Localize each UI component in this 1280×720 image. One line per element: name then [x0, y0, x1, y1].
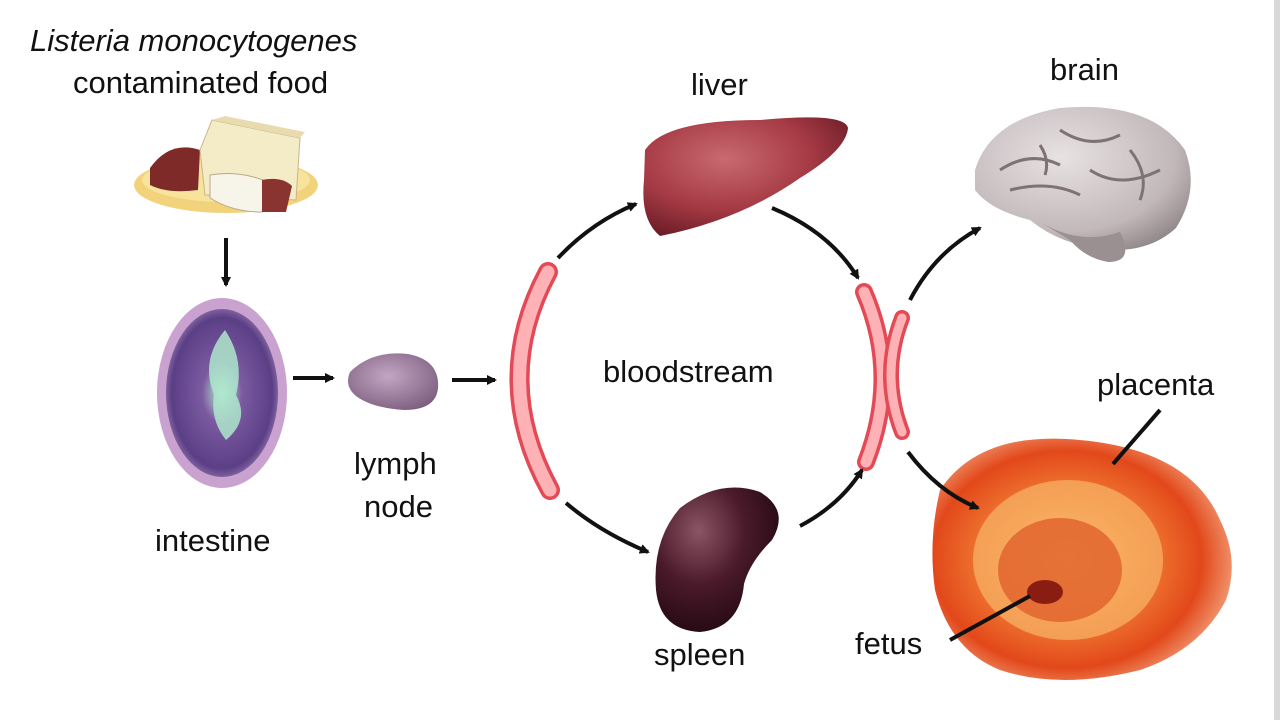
lymph-label-line2: node [364, 489, 433, 524]
arrow-blood-to-brain [908, 226, 982, 301]
pointer-lines [949, 408, 1162, 642]
intestine-image [157, 298, 287, 488]
liver-label: liver [691, 67, 748, 102]
placenta-label: placenta [1097, 367, 1215, 402]
arrow-blood-to-liver [556, 202, 638, 260]
fetus-label: fetus [855, 626, 923, 661]
liver-image [643, 117, 848, 236]
contaminated-food-image [134, 116, 318, 213]
spleen-label: spleen [654, 637, 746, 672]
placenta-pointer [1111, 408, 1162, 466]
arrow-spleen-to-blood [799, 468, 864, 528]
food-title-organism: Listeria monocytogenes [30, 23, 358, 58]
lymph-label-line1: lymph [354, 446, 437, 481]
arrow-liver-to-blood [771, 206, 860, 280]
arrow-blood-to-placenta [906, 450, 980, 510]
brain-image [975, 106, 1191, 262]
spleen-image [655, 487, 779, 632]
intestine-label: intestine [155, 523, 271, 558]
bloodstream-vessel [509, 262, 910, 500]
arrow-blood-to-spleen [564, 501, 650, 554]
brain-label: brain [1050, 52, 1119, 87]
bloodstream-label: bloodstream [603, 354, 774, 389]
food-title-contaminated: contaminated food [73, 65, 329, 100]
flow-arrows [221, 202, 982, 554]
placenta-image [932, 438, 1232, 680]
lymph-node-image [348, 353, 439, 410]
fetus-pointer [949, 594, 1031, 642]
